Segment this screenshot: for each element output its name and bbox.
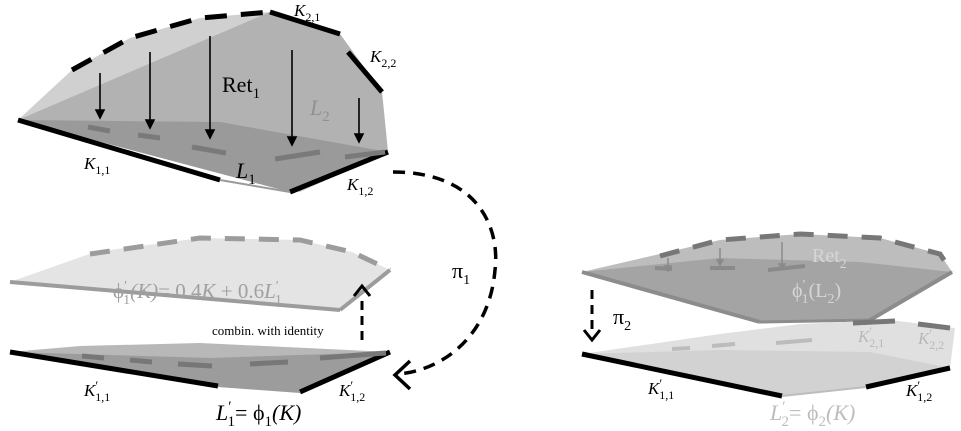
lp1-bottom-join — [217, 385, 301, 393]
middle-left-figure: ϕ′1(K)= 0.4K + 0.6L′1 combin. with ident… — [9, 235, 392, 340]
label-pi1: π1 — [452, 258, 470, 288]
top-left-figure: K2,1 K2,2 Ret1 L2 L1 K1,1 K1,2 — [17, 1, 396, 198]
label-k12: K1,2 — [346, 175, 373, 198]
lp2-light-dashes — [671, 338, 813, 351]
pi1-arrow: π1 — [392, 170, 498, 391]
label-k21: K2,1 — [293, 1, 320, 24]
phi1l2-lower-edge — [581, 270, 761, 324]
phi1prime-dashed-edge — [89, 235, 392, 273]
label-lp2: L′2= ϕ2(K) — [769, 399, 855, 430]
label-k22: K2,2 — [369, 47, 396, 70]
label-kp21: K′2,1 — [857, 324, 884, 350]
kp11b-edge — [581, 351, 783, 399]
pi2-arrow: π2 — [582, 290, 631, 343]
label-phi1prime: ϕ′1(K)= 0.4K + 0.6L′1 — [113, 279, 282, 308]
label-ret2: Ret2 — [812, 245, 847, 272]
label-kp11: K′1,1 — [83, 378, 110, 404]
label-kp11b: K′1,1 — [647, 376, 674, 402]
lp1-face — [10, 352, 390, 392]
l1-gray-dashes — [87, 124, 386, 162]
k12-edge — [289, 149, 389, 195]
lp2-bottom-join — [781, 386, 867, 397]
lp1-light-strip — [10, 343, 390, 358]
phi1l2-right-edge — [868, 270, 954, 322]
k21-edge — [269, 9, 341, 37]
label-ret1: Ret1 — [222, 72, 260, 102]
label-kp22: K′2,2 — [917, 326, 944, 352]
label-pi2: π2 — [613, 304, 631, 334]
right-upper-figure: Ret2 ϕ′1(L2) — [581, 231, 955, 324]
combin-arrowhead — [352, 283, 372, 297]
bottom-edge-join — [219, 179, 291, 193]
kp12b-edge — [865, 365, 951, 390]
lp2-dashes — [852, 318, 951, 331]
phi1prime-lower-edge — [9, 280, 341, 312]
lp1-gray-dashes — [81, 350, 387, 369]
k22-edge — [346, 50, 384, 94]
phi1l2-lower-edge-2 — [759, 318, 871, 324]
ret2-gray-dashes — [654, 264, 806, 272]
label-k11: K1,1 — [83, 154, 110, 177]
bottom-left-figure: K′1,1 K′1,2 L′1= ϕ1(K) — [9, 343, 392, 430]
phi1l2-face — [582, 258, 952, 322]
label-combin: combin. with identity — [212, 323, 324, 338]
kp12-edge — [298, 349, 392, 395]
k11-edge — [17, 117, 221, 183]
label-lp1: L′1= ϕ1(K) — [215, 399, 301, 430]
label-kp12b: K′1,2 — [905, 378, 932, 404]
label-l2: L2 — [309, 95, 330, 125]
right-lower-figure: K′2,1 K′2,2 K′1,1 K′1,2 L′2= ϕ2(K) — [581, 318, 955, 430]
ret2-dashed-edge — [659, 231, 955, 274]
label-kp12: K′1,2 — [338, 378, 365, 404]
label-l1: L1 — [235, 158, 256, 188]
lp2-inner-face — [582, 350, 950, 396]
ret1-arrows — [94, 36, 365, 147]
phi1prime-face — [10, 238, 390, 310]
kp11-edge — [9, 349, 219, 389]
label-phi1l2: ϕ′1(L2) — [792, 278, 841, 307]
